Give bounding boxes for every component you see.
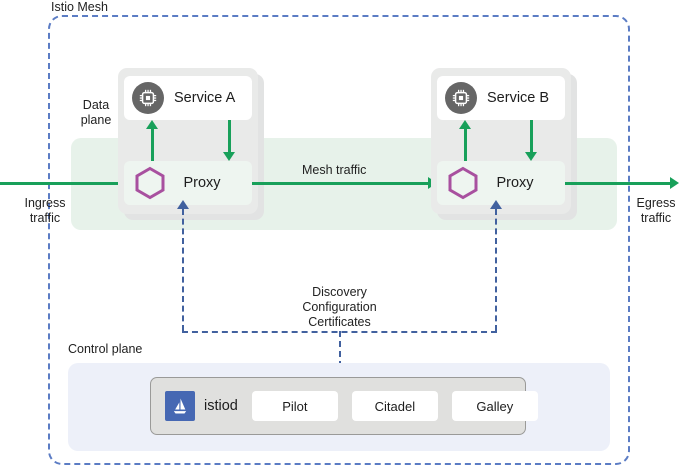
istiod-component-galley[interactable]: Galley <box>451 391 538 421</box>
istio-sail-icon <box>165 391 195 421</box>
proxy-a-to-service-a-line <box>151 128 154 161</box>
service-a-label: Service A <box>174 90 236 106</box>
control-signal-configuration-label: Configuration <box>302 300 377 314</box>
mesh-traffic-line <box>252 182 428 185</box>
proxy-b-to-service-b-line <box>464 128 467 161</box>
control-signal-labels: Discovery Configuration Certificates <box>262 285 417 330</box>
proxy-b-box: Proxy <box>437 161 565 205</box>
service-a-to-proxy-a-arrowhead <box>223 152 235 161</box>
istio-mesh-boundary <box>48 15 630 465</box>
service-b-to-proxy-b-line <box>530 120 533 153</box>
control-signal-arrow-proxy-a <box>177 200 189 209</box>
service-b-box: Service B <box>437 76 565 120</box>
istiod-component-citadel[interactable]: Citadel <box>351 391 438 421</box>
proxy-a-to-service-a-arrowhead <box>146 120 158 129</box>
ingress-traffic-label: Ingress traffic <box>6 196 84 226</box>
hexagon-icon <box>447 166 479 200</box>
proxy-a-box: Proxy <box>124 161 252 205</box>
egress-traffic-arrowhead <box>670 177 679 189</box>
control-plane-label: Control plane <box>68 342 143 356</box>
istiod-label: istiod <box>204 398 238 414</box>
ingress-label-line2: traffic <box>29 211 61 225</box>
istio-mesh-label: Istio Mesh <box>48 0 111 14</box>
egress-traffic-label: Egress traffic <box>632 196 680 226</box>
egress-label-line2: traffic <box>640 211 672 225</box>
service-b-label: Service B <box>487 90 550 106</box>
proxy-a-label: Proxy <box>183 175 221 191</box>
ingress-traffic-line <box>0 182 122 185</box>
istiod-box: istiod Pilot Citadel Galley <box>150 377 538 435</box>
control-signal-line-stem <box>339 331 341 377</box>
proxy-b-label: Proxy <box>496 175 534 191</box>
cpu-chip-icon <box>132 82 164 114</box>
egress-label-line1: Egress <box>636 196 676 210</box>
proxy-b-to-service-b-arrowhead <box>459 120 471 129</box>
egress-traffic-line <box>565 182 670 185</box>
service-b-to-proxy-b-arrowhead <box>525 152 537 161</box>
service-a-to-proxy-a-line <box>228 120 231 153</box>
control-signal-discovery-label: Discovery <box>312 285 367 299</box>
data-plane-label-line1: Data <box>82 98 110 112</box>
data-plane-label: Data plane <box>68 98 124 128</box>
hexagon-icon <box>134 166 166 200</box>
service-a-box: Service A <box>124 76 252 120</box>
ingress-label-line1: Ingress <box>24 196 66 210</box>
control-signal-line-left <box>182 209 184 331</box>
control-signal-arrow-proxy-b <box>490 200 502 209</box>
control-signal-certificates-label: Certificates <box>308 315 371 329</box>
mesh-traffic-label: Mesh traffic <box>302 163 367 177</box>
istiod-component-pilot[interactable]: Pilot <box>251 391 338 421</box>
data-plane-label-line2: plane <box>80 113 112 127</box>
cpu-chip-icon <box>445 82 477 114</box>
control-signal-line-right <box>495 209 497 331</box>
